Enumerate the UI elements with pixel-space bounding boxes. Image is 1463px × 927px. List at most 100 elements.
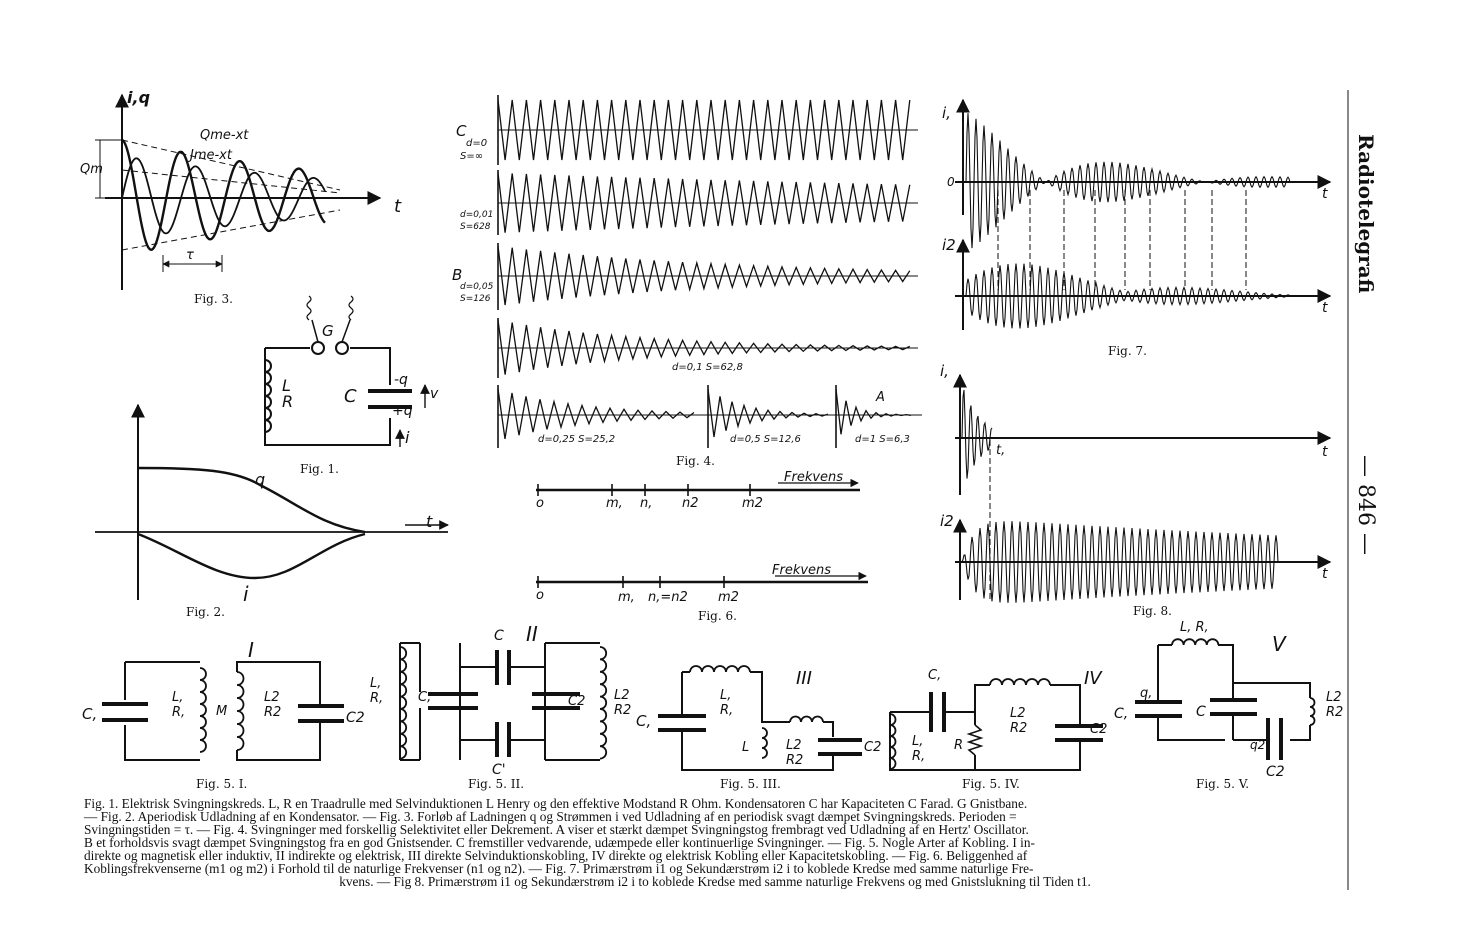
fig4-caption: Fig. 4.	[676, 454, 715, 468]
fig5-roman-3: III	[796, 668, 812, 689]
fig1-g-label: G	[322, 322, 334, 340]
fig6-frequency-label-1: Frekvens	[784, 470, 844, 485]
fig4-d0-label: d=0	[466, 138, 488, 149]
fig4-d2-label: d=0,05	[460, 282, 494, 292]
fig5-2-caption: Fig. 5. II.	[468, 777, 525, 791]
fig5-3-l2r2-label: L2 R2	[786, 738, 804, 768]
fig5-1-c2-label: C2	[346, 710, 365, 726]
fig4-diagram	[497, 95, 922, 448]
caption-line: Koblingsfrekvenserne (m1 og m2) i Forhol…	[84, 861, 1034, 876]
fig4-b-label: B	[452, 266, 463, 284]
fig2-q-curve	[137, 466, 366, 534]
fig6-n2-label: n2	[682, 496, 699, 511]
fig5-4-r-label: R	[954, 738, 964, 753]
fig6-m1-label: m,	[606, 496, 623, 511]
fig3-diagram	[95, 93, 382, 290]
fig5-roman-5: V	[1272, 632, 1286, 656]
fig5-1-l2r2-label: L2 R2	[264, 690, 282, 720]
fig5-5-l1r1-label: L, R,	[1180, 620, 1209, 635]
fig6-m2-label-2: m2	[718, 590, 739, 605]
fig5-1-caption: Fig. 5. I.	[196, 777, 248, 791]
fig4-c-label: C	[456, 122, 467, 140]
fig5-roman-4: IV	[1084, 668, 1102, 689]
caption-line: direkte og magnetisk eller induktiv, II …	[84, 848, 1028, 863]
fig2-t-label: t	[426, 512, 433, 531]
fig3-i-curve	[121, 157, 326, 235]
fig5-5-caption: Fig. 5. V.	[1196, 777, 1250, 791]
fig5-2-c-label: C	[494, 628, 504, 644]
caption-line: kvens. — Fig 8. Primærstrøm i1 og Sekund…	[339, 874, 1091, 889]
fig3-qm-label: Qm	[80, 162, 103, 177]
fig2-caption: Fig. 2.	[186, 605, 225, 619]
fig5-4-l1r1-label: L, R,	[912, 734, 926, 764]
fig6-diagram	[536, 478, 868, 588]
fig7-t-label: t	[1322, 186, 1328, 202]
fig5-5-q2-label: q2	[1250, 738, 1266, 752]
fig3-t-label: t	[394, 196, 402, 217]
fig3-caption: Fig. 3.	[194, 292, 233, 306]
fig5-3-l-label: L	[742, 740, 750, 755]
fig5-5-q1-label: q,	[1140, 686, 1153, 701]
fig4-s1-label: S=628	[460, 222, 491, 232]
page-number: — 846 —	[1353, 455, 1378, 555]
fig5-5-c2-label: C2	[1266, 764, 1285, 780]
fig7-t-label-2: t	[1322, 300, 1328, 316]
fig7-i2-label: i2	[942, 236, 956, 254]
fig4-d6-label: d=1 S=6,3	[855, 434, 910, 445]
fig5-5-c-label: C	[1196, 704, 1206, 720]
fig8-caption: Fig. 8.	[1133, 604, 1172, 618]
fig8-i2-label: i2	[940, 512, 954, 530]
fig7-zero-label: 0	[947, 175, 955, 189]
fig1-circuit	[264, 295, 430, 447]
fig4-d4-label: d=0,25 S=25,2	[538, 434, 616, 445]
fig5-3-c2-label: C2	[864, 740, 882, 755]
fig3-q-curve	[121, 138, 326, 252]
fig3-tau-label: τ	[186, 248, 194, 263]
fig6-frequency-label-2: Frekvens	[772, 563, 832, 578]
fig5-4-l2r2-label: L2 R2	[1010, 706, 1028, 736]
caption-line: — Fig. 2. Aperiodisk Udladning af en Kon…	[84, 809, 1017, 824]
fig5-1-c1-label: C,	[82, 705, 98, 723]
caption-line: Fig. 1. Elektrisk Svingningskreds. L, R …	[84, 796, 1028, 811]
fig6-n1-label: n,	[640, 496, 653, 511]
fig5-2-l2r2-label: L2 R2	[614, 688, 632, 718]
caption-line: Svingningstiden = τ. — Fig. 4. Svingning…	[84, 822, 1029, 837]
fig5-5-l2r2-label: L2 R2	[1326, 690, 1344, 720]
fig6-origin-label-1: o	[536, 496, 544, 511]
fig5-4-caption: Fig. 5. IV.	[962, 777, 1020, 791]
fig2-i-label: i	[243, 582, 249, 606]
fig1-c-label: C	[344, 386, 357, 407]
fig5-4-c2-label: C2	[1090, 722, 1108, 737]
fig3-jm-exp-label: Jme-xt	[190, 148, 232, 163]
fig4-a-label: A	[876, 390, 885, 405]
fig8-diagram	[953, 373, 1332, 603]
fig1-l-label: L	[282, 376, 291, 395]
fig8-i1-label: i,	[940, 362, 949, 380]
fig5-1-l1r1-label: L, R,	[172, 690, 186, 720]
fig8-t-label-2: t	[1322, 566, 1328, 582]
fig5-2-l1r1-label: L, R,	[370, 676, 384, 706]
fig6-origin-label-2: o	[536, 588, 544, 603]
fig2-i-curve	[137, 532, 366, 580]
fig1-i-label: i	[405, 428, 410, 447]
caption-line: B et forholdsvis svagt dæmpet Svingnings…	[84, 835, 1035, 850]
fig1-plus-q-label: +q	[392, 403, 413, 419]
fig4-d3-label: d=0,1 S=62,8	[672, 362, 743, 373]
fig1-caption: Fig. 1.	[300, 462, 339, 476]
fig4-s2-label: S=126	[460, 294, 491, 304]
side-title: Radiotelegrafi	[1354, 134, 1378, 294]
fig5-4-c1-label: C,	[928, 668, 942, 683]
fig6-n1n2-label: n,=n2	[648, 590, 688, 605]
fig8-t-label: t	[1322, 444, 1328, 460]
figure-caption-block: Fig. 1. Elektrisk Svingningskreds. L, R …	[84, 797, 1346, 888]
fig1-r-label: R	[282, 392, 294, 411]
fig4-s0-label: S=∞	[460, 151, 484, 162]
fig3-qm-exp-label: Qme-xt	[200, 128, 249, 143]
fig5-5-c1-label: C,	[1114, 706, 1129, 722]
fig7-caption: Fig. 7.	[1108, 344, 1147, 358]
fig5-circuits	[102, 638, 1316, 771]
fig5-3-c1-label: C,	[636, 712, 652, 730]
fig5-1-m-label: M	[216, 704, 228, 719]
